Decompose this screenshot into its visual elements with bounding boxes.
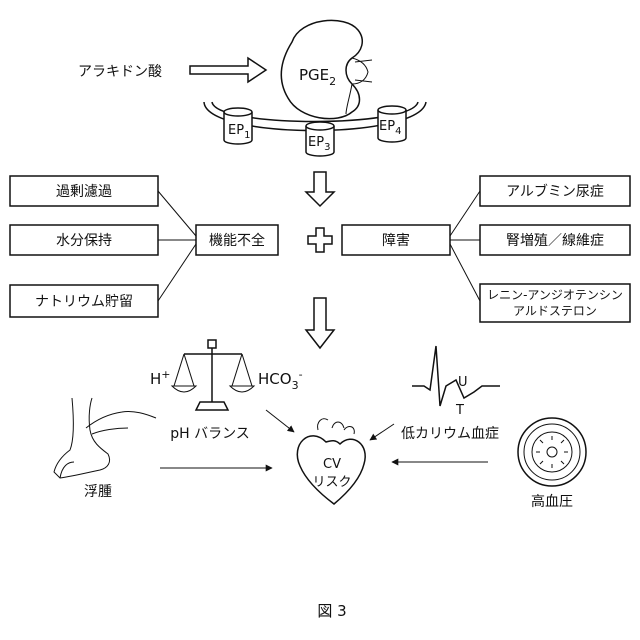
damage-label: 障害	[382, 233, 410, 249]
arachidonic-acid-arrow	[190, 58, 266, 82]
figure-caption: 図 3	[317, 602, 346, 620]
sodium-retention-label: ナトリウム貯留	[35, 294, 133, 310]
down-arrow-lower	[306, 298, 334, 348]
hyperfiltration-label: 過剰濾過	[56, 184, 112, 200]
hco3-label: HCO3-	[258, 368, 303, 392]
raas-label-line2: アルドステロン	[513, 304, 597, 318]
ecg-u-label: U	[458, 375, 468, 390]
arrow-ph-to-heart	[266, 410, 294, 432]
albuminuria-label: アルブミン尿症	[506, 183, 604, 200]
arrow-hypokalemia-to-heart	[370, 424, 394, 440]
blood-pressure-gauge-icon	[518, 418, 586, 486]
cv-label: CV	[323, 457, 341, 472]
right-connectors	[450, 191, 480, 301]
water-retention-label: 水分保持	[56, 233, 112, 249]
raas-label-line1: レニン-アンジオテンシン	[487, 288, 623, 302]
fibrosis-label: 腎増殖／線維症	[506, 232, 604, 249]
down-arrow-upper	[306, 172, 334, 206]
pge2-label: PGE2	[299, 66, 336, 88]
balance-scale-icon	[172, 340, 254, 410]
risk-label: リスク	[312, 475, 351, 490]
ecg-t-label: T	[455, 403, 464, 418]
ecg-trace-icon	[412, 346, 500, 406]
dysfunction-label: 機能不全	[209, 232, 265, 249]
edema-foot-icon	[54, 398, 156, 478]
arachidonic-acid-label: アラキドン酸	[78, 64, 162, 80]
ph-balance-label: pH バランス	[170, 426, 250, 442]
plus-sign	[308, 228, 332, 252]
hypokalemia-label: 低カリウム血症	[401, 426, 499, 442]
left-connectors	[158, 191, 196, 301]
edema-label: 浮腫	[84, 484, 112, 500]
hypertension-label: 高血圧	[531, 493, 573, 510]
h-plus-label: H+	[150, 368, 171, 388]
